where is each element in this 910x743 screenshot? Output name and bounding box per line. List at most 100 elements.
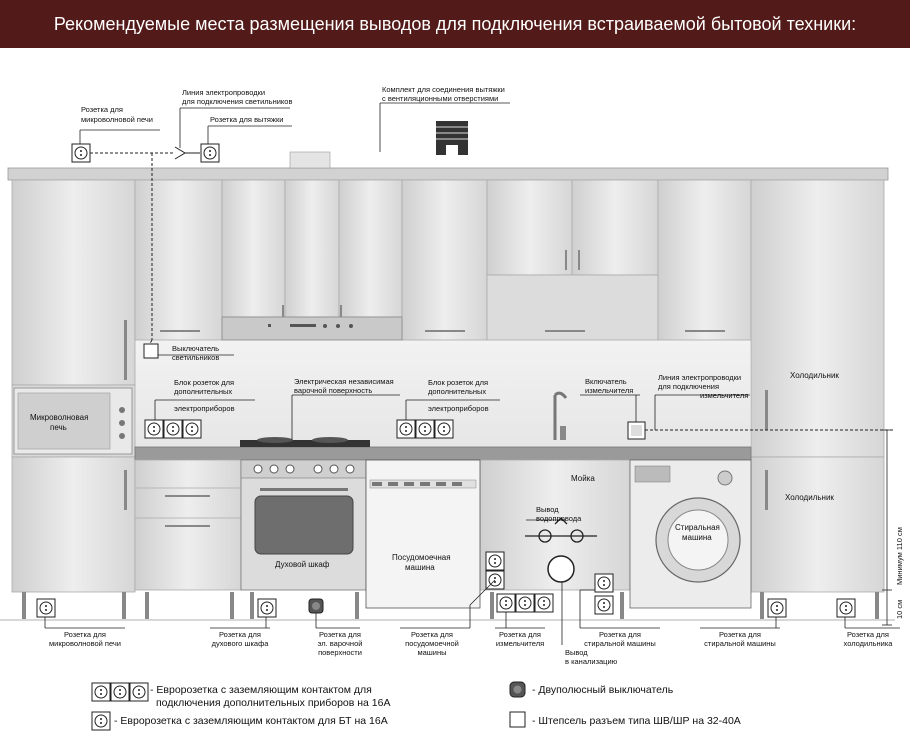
bottom-label-hob-2: эл. варочной bbox=[318, 639, 363, 648]
callout-sewer-1: Вывод bbox=[565, 648, 588, 657]
dishwasher-label-2: машина bbox=[405, 563, 435, 572]
fridge-top-label: Холодильник bbox=[790, 371, 839, 380]
washer-label-1: Стиральная bbox=[675, 523, 720, 532]
microwave-socket-top-icon bbox=[71, 143, 91, 163]
legend-single-socket-icon bbox=[91, 711, 111, 731]
fridge-bottom-label: Холодильник bbox=[785, 493, 834, 502]
microwave bbox=[13, 387, 133, 455]
oven bbox=[240, 459, 367, 591]
cabinet-crown bbox=[7, 167, 889, 181]
fridge-socket-icon bbox=[836, 598, 856, 618]
callout-block-left-2: дополнительных bbox=[174, 387, 232, 396]
callout-light-switch-2: светильников bbox=[172, 353, 219, 362]
page-title: Рекомендуемые места размещения выводов д… bbox=[0, 0, 910, 48]
sewer-outlet-icon bbox=[547, 555, 575, 583]
microwave-socket-bottom-icon bbox=[36, 598, 56, 618]
bottom-label-microwave-2: микроволновой печи bbox=[49, 639, 121, 648]
legend-double-switch-icon bbox=[509, 681, 526, 698]
bottom-label-oven-1: Розетка для bbox=[219, 630, 261, 639]
countertop bbox=[134, 446, 752, 461]
dishwasher-label-1: Посудомоечная bbox=[392, 553, 451, 562]
callout-microwave-socket-1: Розетка для bbox=[81, 105, 123, 114]
callout-hob-1: Электрическая независимая bbox=[294, 377, 394, 386]
bottom-label-dishwasher-2: посудомоечной bbox=[405, 639, 459, 648]
base-cabinets bbox=[134, 459, 631, 591]
callout-grinder-line-1: Линия электропроводки bbox=[658, 373, 741, 382]
leader-lines bbox=[44, 102, 900, 645]
dimension-marks bbox=[882, 429, 892, 626]
oven-label: Духовой шкаф bbox=[275, 560, 330, 569]
legend-triple-socket-icon bbox=[92, 683, 148, 701]
bottom-label-grinder-2: измельчителя bbox=[496, 639, 544, 648]
legend-triple-socket-1: - Евророзетка с заземляющим контактом дл… bbox=[150, 684, 372, 696]
callout-grinder-switch-1: Включатель bbox=[585, 377, 627, 386]
bottom-label-hob-3: поверхности bbox=[318, 648, 362, 657]
dishwasher-socket-1-icon bbox=[485, 551, 505, 571]
bottom-label-washer-right-2: стиральной машины bbox=[704, 639, 776, 648]
cabinet-legs bbox=[22, 592, 879, 619]
callout-block-left-1: Блок розеток для bbox=[174, 378, 234, 387]
range-hood bbox=[221, 316, 403, 341]
min-height-label: Минимум 110 см bbox=[895, 527, 904, 585]
callout-light-line-2: для подключения светильников bbox=[182, 97, 292, 106]
grinder-socket-block-icon bbox=[497, 594, 553, 612]
microwave-label-2: печь bbox=[50, 423, 67, 432]
callout-block-mid-3: электроприборов bbox=[428, 404, 489, 413]
dishwasher bbox=[365, 459, 481, 609]
callout-sewer-2: в канализацию bbox=[565, 657, 618, 666]
callout-block-mid-1: Блок розеток для bbox=[428, 378, 488, 387]
bottom-label-fridge-1: Розетка для bbox=[847, 630, 889, 639]
legend-plug-connector: - Штепсель разъем типа ШВ/ШР на 32-40А bbox=[532, 715, 741, 727]
bottom-label-washer-right-1: Розетка для bbox=[719, 630, 761, 639]
legend-plug-connector-icon bbox=[509, 711, 526, 728]
washer-socket-right-icon bbox=[767, 598, 787, 618]
floor-gap-label: 10 см bbox=[895, 600, 904, 619]
washer-socket-1-icon bbox=[594, 573, 614, 593]
callout-block-mid-2: дополнительных bbox=[428, 387, 486, 396]
socket-block-left-icon bbox=[145, 420, 201, 438]
ventilation-kit-icon bbox=[436, 121, 468, 155]
bottom-label-dishwasher-3: машины bbox=[417, 648, 446, 657]
light-switch-icon bbox=[143, 343, 159, 359]
hood-socket-icon bbox=[200, 143, 220, 163]
callout-water-2: водопровода bbox=[536, 514, 582, 523]
bottom-label-hob-1: Розетка для bbox=[319, 630, 361, 639]
hob bbox=[240, 437, 370, 447]
hob-switch-icon bbox=[308, 598, 324, 614]
callout-vent-kit-1: Комплект для соединения вытяжки bbox=[382, 85, 505, 94]
bottom-label-microwave-1: Розетка для bbox=[64, 630, 106, 639]
callout-grinder-switch-2: измельчителя bbox=[585, 386, 633, 395]
tall-cabinet-left bbox=[11, 179, 136, 593]
bottom-label-washer-mid-1: Розетка для bbox=[599, 630, 641, 639]
bottom-label-grinder-1: Розетка для bbox=[499, 630, 541, 639]
legend-double-switch: - Двуполюсный выключатель bbox=[532, 684, 674, 696]
kitchen-wiring-diagram: Розетка для микроволновой печи Линия эле… bbox=[0, 85, 904, 731]
callout-vent-kit-2: с вентиляционными отверстиями bbox=[382, 94, 498, 103]
callout-light-switch-1: Выключатель bbox=[172, 344, 219, 353]
water-outlet-icon bbox=[525, 517, 597, 543]
bottom-label-fridge-2: холодильника bbox=[844, 639, 894, 648]
sink-label: Мойка bbox=[571, 474, 595, 483]
oven-socket-icon bbox=[257, 598, 277, 618]
callout-hood-socket: Розетка для вытяжки bbox=[210, 115, 283, 124]
callout-microwave-socket-2: микроволновой печи bbox=[81, 115, 153, 124]
vent-box bbox=[289, 151, 331, 169]
legend-single-socket: - Евророзетка с заземляющим контактом дл… bbox=[114, 715, 388, 727]
bottom-label-dishwasher-1: Розетка для bbox=[411, 630, 453, 639]
bottom-label-oven-2: духового шкафа bbox=[212, 639, 270, 648]
callout-hob-2: варочной поверхность bbox=[294, 386, 372, 395]
callout-light-line-1: Линия электропроводки bbox=[182, 88, 265, 97]
washing-machine bbox=[629, 459, 752, 609]
washer-socket-2-icon bbox=[594, 595, 614, 615]
callout-water-1: Вывод bbox=[536, 505, 559, 514]
microwave-label-1: Микроволновая bbox=[30, 413, 88, 422]
legend: - Евророзетка с заземляющим контактом дл… bbox=[91, 681, 741, 731]
socket-block-mid-icon bbox=[397, 420, 453, 438]
upper-cabinets bbox=[134, 179, 752, 341]
bottom-label-washer-mid-2: стиральной машины bbox=[584, 639, 656, 648]
callout-grinder-line-2: для подключения bbox=[658, 382, 719, 391]
callout-grinder-line-3: измельчителя bbox=[700, 391, 748, 400]
legend-triple-socket-2: подключения дополнительных приборов на 1… bbox=[156, 697, 390, 709]
callout-block-left-3: электроприборов bbox=[174, 404, 235, 413]
fridge-cabinet bbox=[750, 179, 885, 593]
